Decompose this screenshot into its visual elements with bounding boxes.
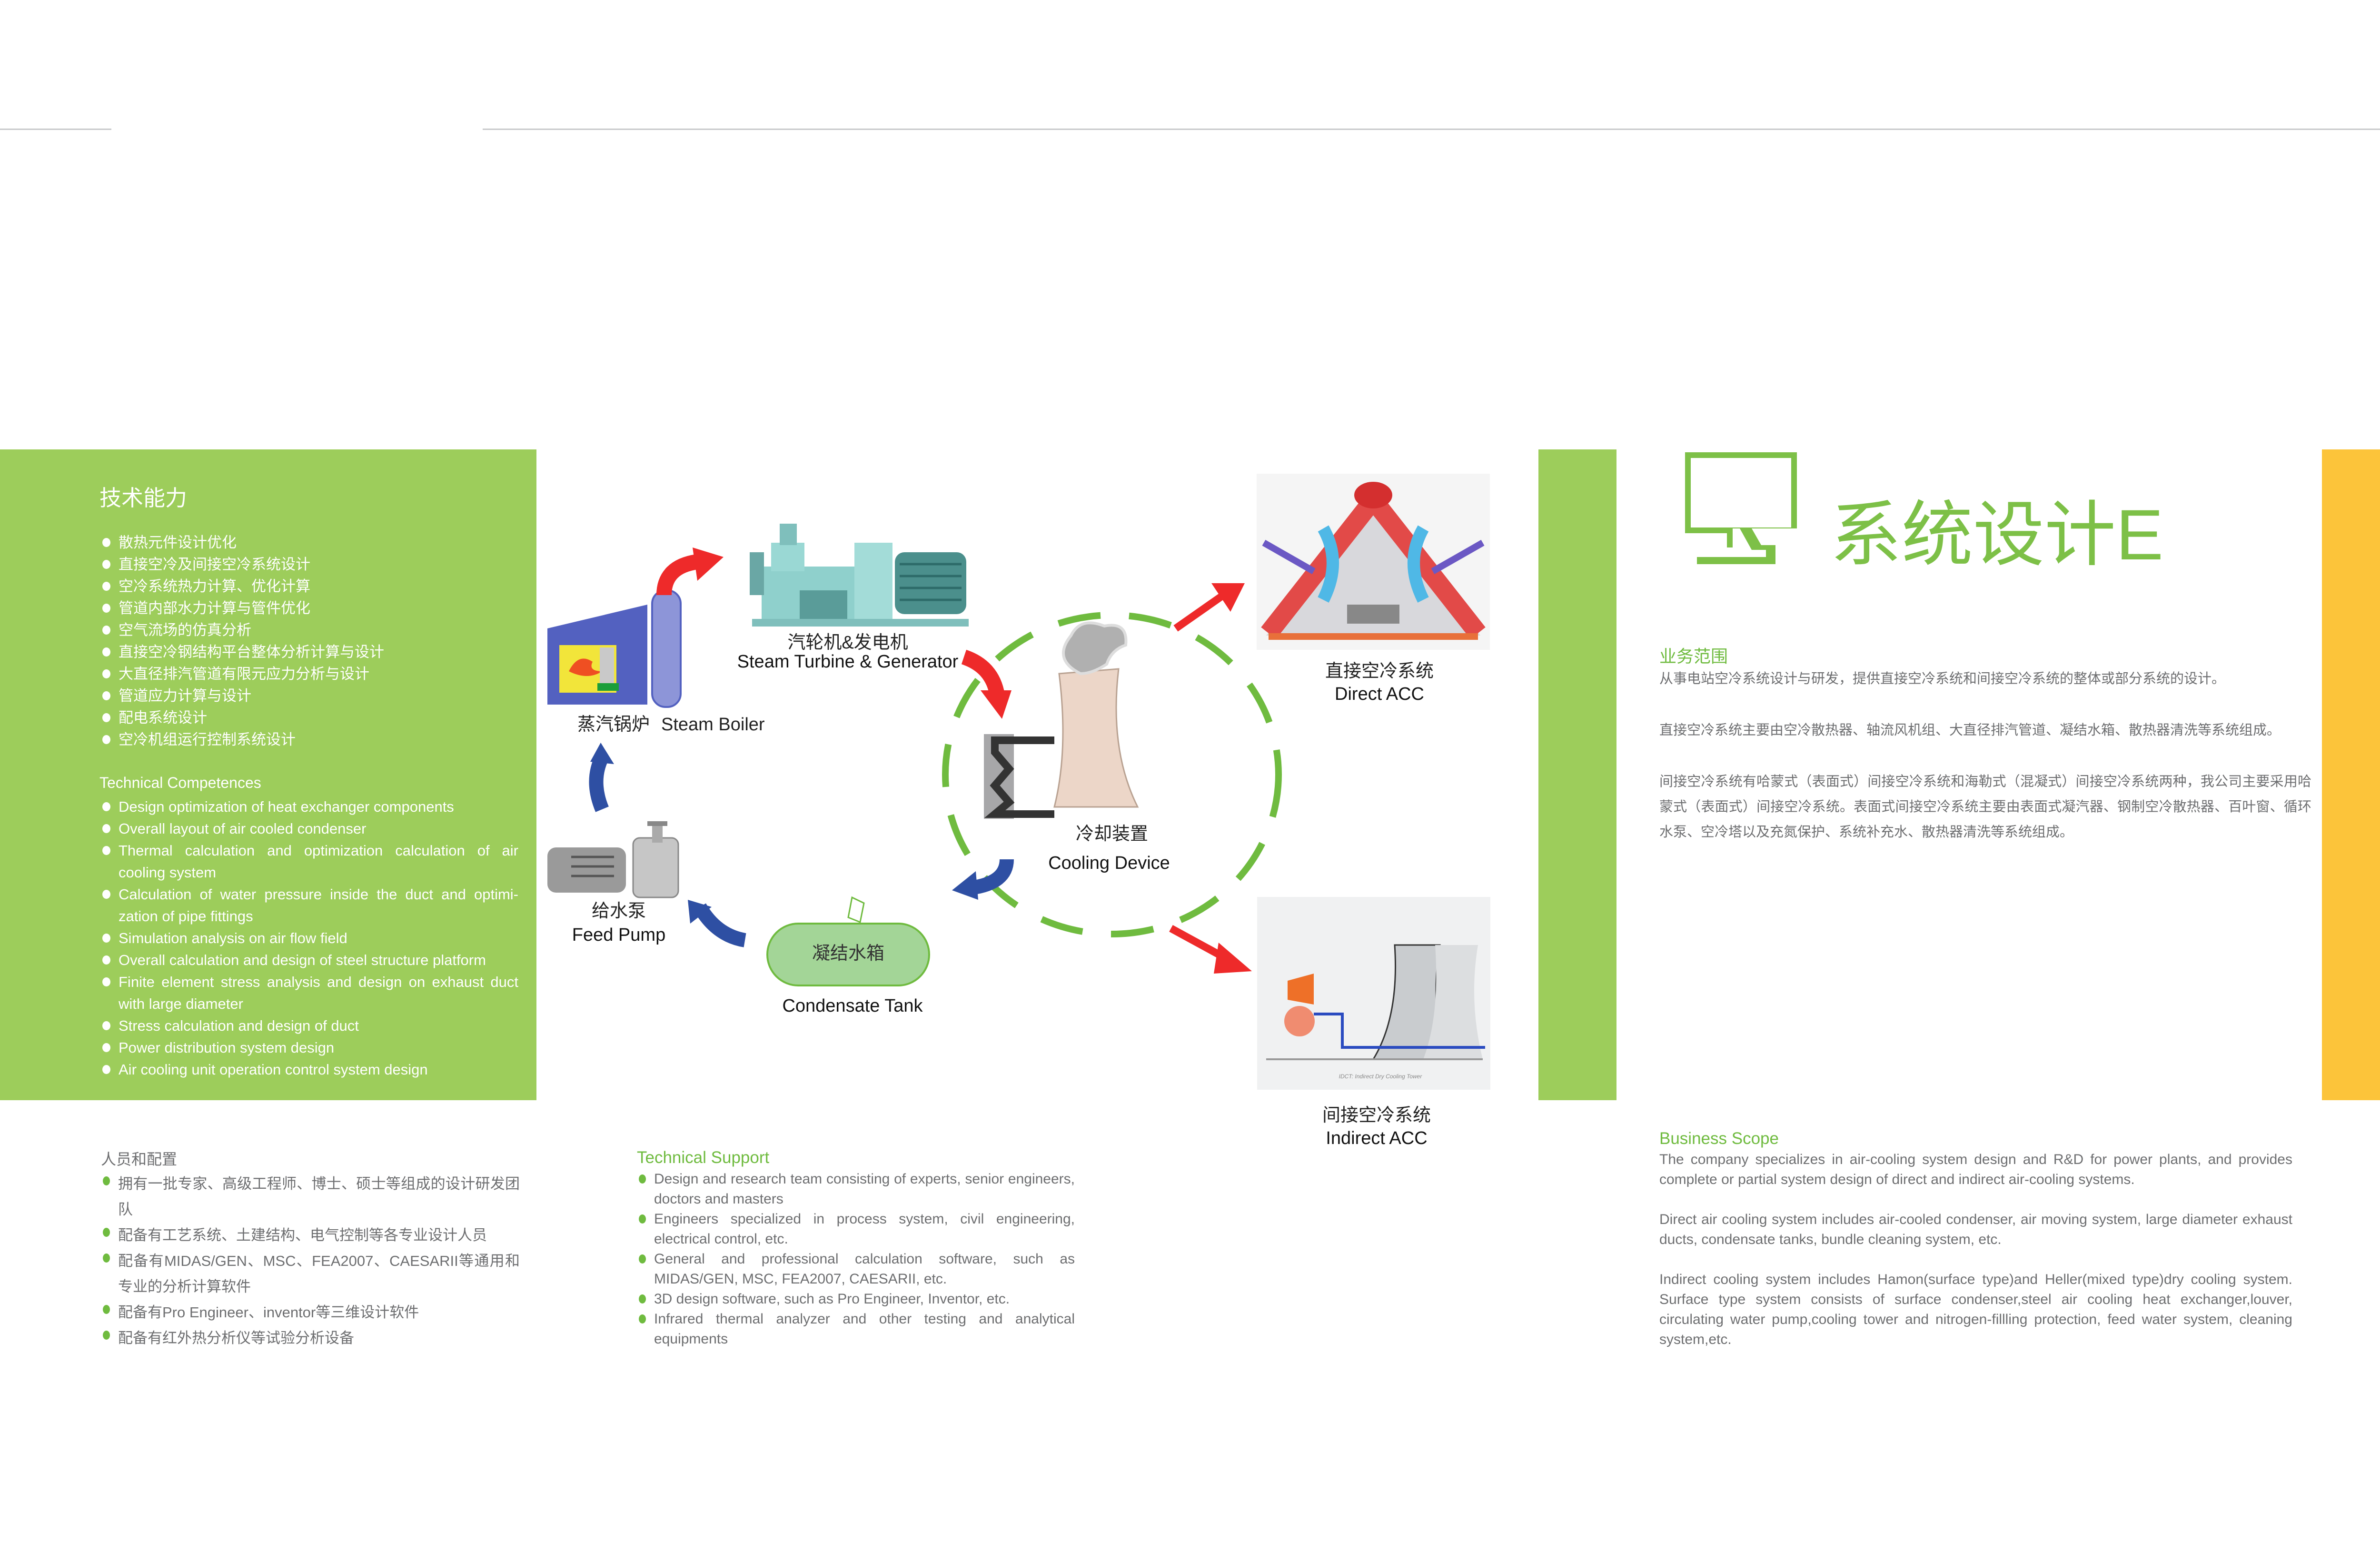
paragraph: 间接空冷系统有哈蒙式（表面式）间接空冷系统和海勒式（混凝式）间接空冷系统两种，我… (1659, 774, 2311, 840)
cooling-loop-circle (942, 612, 1282, 937)
paragraph: The company specializes in air-cooling s… (1659, 1152, 2292, 1187)
staff-list: 拥有一批专家、高级工程师、博士、硕士等组成的设计研发团队 配备有工艺系统、土建结… (101, 1171, 520, 1351)
steam-turbine-icon (750, 524, 969, 627)
yellow-accent-bar (2322, 449, 2380, 1100)
monitor-logo-icon (1685, 452, 1797, 564)
cooling-label-en: Cooling Device (1048, 853, 1170, 873)
list-item: 大直径排汽管道有限元应力分析与设计 (99, 663, 518, 685)
list-item: 管道内部水力计算与管件优化 (99, 597, 518, 619)
list-item: Design and research team consisting of e… (637, 1169, 1075, 1209)
list-item: Infrared thermal analyzer and other test… (637, 1309, 1075, 1349)
red-arrow-turbine-to-cooling-icon (961, 649, 1012, 719)
list-item: 配备有工艺系统、土建结构、电气控制等各专业设计人员 (101, 1223, 520, 1248)
en-competence-list: Design optimization of heat exchanger co… (99, 796, 518, 1081)
list-item: Finite element stress analysis and desig… (99, 971, 518, 1015)
list-item: 配备有红外热分析仪等试验分析设备 (101, 1325, 520, 1351)
condensate-tank-icon (766, 896, 930, 986)
list-item: Calculation of water pressure inside the… (99, 884, 518, 927)
direct-acc-label-en: Direct ACC (1335, 684, 1424, 704)
turbine-label-cn: 汽轮机&发电机 (787, 633, 908, 653)
indirect-acc-icon: IDCT: Indirect Dry Cooling Tower (1257, 897, 1490, 1090)
steam-boiler-icon (547, 589, 682, 708)
paragraph: Direct air cooling system includes air-c… (1659, 1212, 2292, 1247)
cooling-tower-icon (984, 621, 1139, 819)
list-item: Overall calculation and design of steel … (99, 949, 518, 971)
list-item: Design optimization of heat exchanger co… (99, 796, 518, 818)
business-scope-cn-text: 从事电站空冷系统设计与研发，提供直接空冷系统和间接空冷系统的整体或部分系统的设计… (1659, 667, 2311, 845)
paragraph: Indirect cooling system includes Hamon(s… (1659, 1272, 2292, 1347)
list-item: 3D design software, such as Pro Engineer… (637, 1289, 1075, 1309)
boiler-label-cn: 蒸汽锅炉 (577, 715, 650, 735)
cn-competence-list: 散热元件设计优化 直接空冷及间接空冷系统设计 空冷系统热力计算、优化计算 管道内… (99, 532, 518, 751)
boiler-label-en: Steam Boiler (661, 715, 765, 735)
blue-arrow-pump-to-boiler-icon (589, 743, 614, 812)
feed-pump-icon (547, 821, 679, 898)
logo-text: 系统设计E (1830, 495, 2163, 571)
red-arrow-to-direct-acc-icon (1173, 583, 1245, 632)
direct-acc-label-cn: 直接空冷系统 (1325, 661, 1434, 681)
indirect-acc-caption: IDCT: Indirect Dry Cooling Tower (1339, 1073, 1423, 1080)
business-scope-cn-title: 业务范围 (1659, 647, 1728, 666)
list-item: Thermal calculation and optimization cal… (99, 840, 518, 884)
business-scope-en-text: The company specializes in air-cooling s… (1659, 1150, 2292, 1350)
indirect-acc-label-en: Indirect ACC (1326, 1128, 1427, 1148)
tank-label-en: Condensate Tank (782, 996, 923, 1016)
system-design-logo: 系统设计E (1685, 452, 2163, 571)
green-accent-bar (1538, 449, 1616, 1100)
blue-arrow-tank-to-pump-icon (688, 900, 746, 947)
list-item: 空气流场的仿真分析 (99, 619, 518, 641)
paragraph: 直接空冷系统主要由空冷散热器、轴流风机组、大直径排汽管道、凝结水箱、散热器清洗等… (1659, 723, 2281, 738)
list-item: 直接空冷钢结构平台整体分析计算与设计 (99, 641, 518, 663)
turbine-label-en: Steam Turbine & Generator (737, 652, 959, 672)
list-item: Simulation analysis on air flow field (99, 927, 518, 949)
list-item: Stress calculation and design of duct (99, 1015, 518, 1037)
technical-support-title: Technical Support (637, 1148, 770, 1167)
technical-support-list: Design and research team consisting of e… (637, 1169, 1075, 1349)
panel-title: 技术能力 (99, 486, 187, 510)
en-competence-title: Technical Competences (99, 774, 261, 791)
list-item: Engineers specialized in process system,… (637, 1209, 1075, 1249)
list-item: Power distribution system design (99, 1037, 518, 1059)
list-item: 配备有MIDAS/GEN、MSC、FEA2007、CAESARII等通用和专业的… (101, 1248, 520, 1300)
paragraph: 从事电站空冷系统设计与研发，提供直接空冷系统和间接空冷系统的整体或部分系统的设计… (1659, 671, 2226, 686)
red-arrow-boiler-to-turbine-icon (656, 547, 724, 596)
list-item: 空冷系统热力计算、优化计算 (99, 576, 518, 597)
list-item: 空冷机组运行控制系统设计 (99, 729, 518, 751)
pump-label-en: Feed Pump (572, 925, 665, 945)
top-rule-left (0, 129, 111, 130)
direct-acc-icon (1257, 474, 1490, 650)
cooling-label-cn: 冷却装置 (1076, 824, 1148, 844)
list-item: 拥有一批专家、高级工程师、博士、硕士等组成的设计研发团队 (101, 1171, 520, 1223)
blue-arrow-cooling-to-tank-icon (952, 859, 1014, 900)
boiler-label: 蒸汽锅炉 Steam Boiler (577, 715, 765, 735)
list-item: Overall layout of air cooled condenser (99, 818, 518, 840)
list-item: General and professional calculation sof… (637, 1249, 1075, 1289)
list-item: 直接空冷及间接空冷系统设计 (99, 554, 518, 576)
list-item: 管道应力计算与设计 (99, 685, 518, 707)
indirect-acc-label-cn: 间接空冷系统 (1322, 1105, 1431, 1125)
list-item: Air cooling unit operation control syste… (99, 1059, 518, 1081)
business-scope-en-title: Business Scope (1659, 1129, 1779, 1148)
tank-label-cn: 凝结水箱 (812, 944, 884, 964)
pump-label-cn: 给水泵 (592, 901, 646, 921)
top-rule-right (483, 129, 2380, 130)
list-item: 配备有Pro Engineer、inventor等三维设计软件 (101, 1300, 520, 1325)
staff-title: 人员和配置 (101, 1151, 178, 1168)
list-item: 配电系统设计 (99, 707, 518, 729)
technical-competences-panel (0, 449, 536, 1100)
red-arrow-to-indirect-acc-icon (1169, 925, 1252, 974)
list-item: 散热元件设计优化 (99, 532, 518, 554)
